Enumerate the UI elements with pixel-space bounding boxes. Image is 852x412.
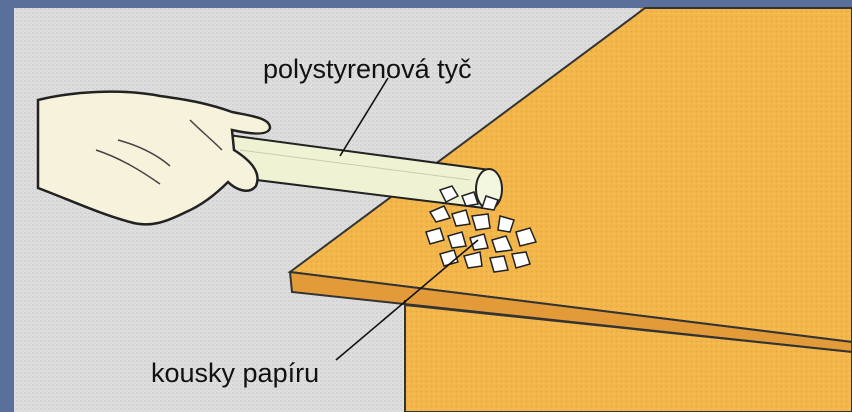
label-paper: kousky papíru xyxy=(151,358,319,388)
label-rod: polystyrenová tyč xyxy=(263,54,472,84)
